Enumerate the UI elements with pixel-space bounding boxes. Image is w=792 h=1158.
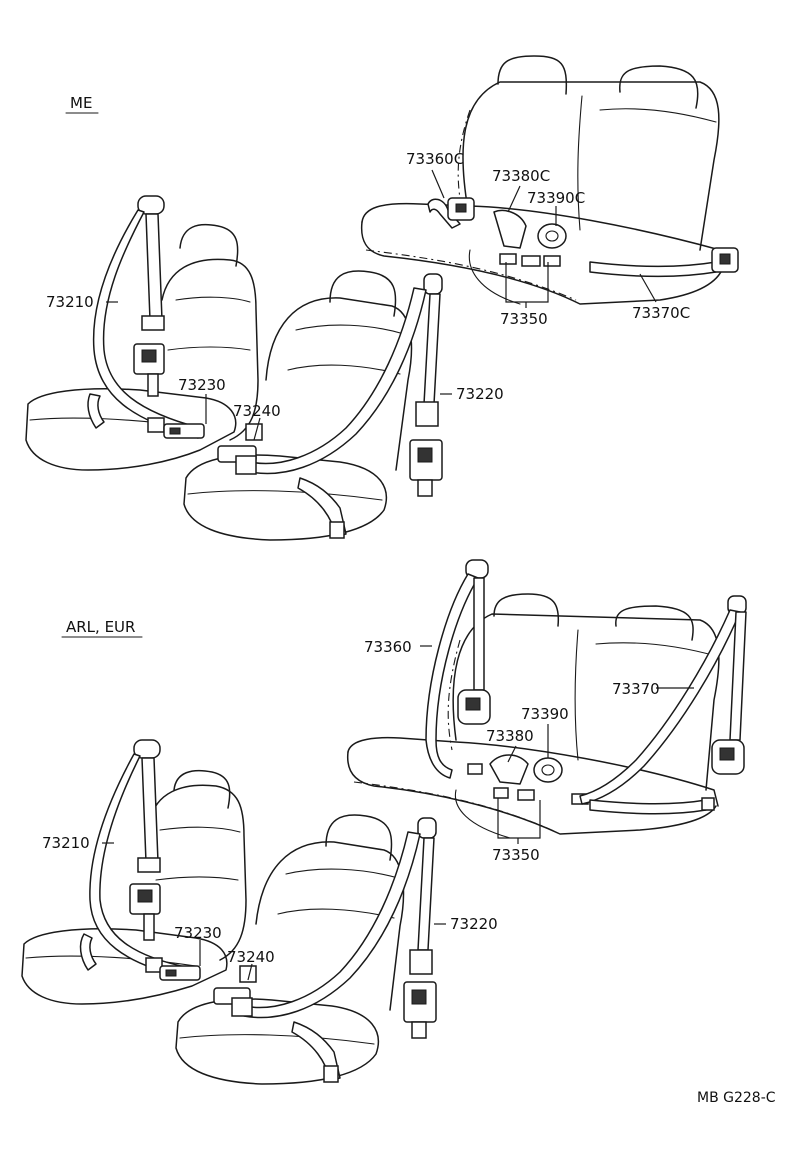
label-rear-center-belt: 73390C xyxy=(527,189,585,207)
label-rear-right-belt: 73370C xyxy=(632,304,690,322)
section-arl-eur: ARL, EUR xyxy=(21,559,747,1085)
label-rear-anchor-plates: 73350 xyxy=(500,310,548,328)
rear-bench-seat xyxy=(346,593,720,839)
label-rear-left-retractor: 73360 xyxy=(364,638,412,656)
label-rear-left-retractor: 73360C xyxy=(406,150,464,168)
section-me: ME xyxy=(25,55,739,541)
label-front-left-belt: 73210 xyxy=(42,834,90,852)
front-left-belt xyxy=(79,739,201,981)
rear-center-retractor xyxy=(533,757,563,783)
label-front-left-buckle: 73230 xyxy=(178,376,226,394)
label-front-right-buckle: 73240 xyxy=(233,402,281,420)
front-right-belt xyxy=(217,273,443,539)
leaders-arl-eur xyxy=(102,645,694,981)
rear-center-retractor xyxy=(537,223,567,249)
label-rear-right-belt: 73370 xyxy=(612,680,660,698)
label-front-left-belt: 73210 xyxy=(46,293,94,311)
front-right-belt xyxy=(213,817,437,1083)
rear-bench-seat xyxy=(360,55,725,305)
section-title-me: ME xyxy=(70,94,92,112)
rear-belts xyxy=(425,559,747,815)
label-front-left-buckle: 73230 xyxy=(174,924,222,942)
front-left-seat xyxy=(21,769,247,1005)
figure-code: MB G228-C xyxy=(697,1090,776,1106)
label-rear-anchor-plates: 73350 xyxy=(492,846,540,864)
label-front-right-buckle: 73240 xyxy=(227,948,275,966)
label-front-right-belt: 73220 xyxy=(456,385,504,403)
label-front-right-belt: 73220 xyxy=(450,915,498,933)
label-rear-center-buckle: 73380C xyxy=(492,167,550,185)
leaders-me xyxy=(106,169,657,441)
rear-belts xyxy=(427,197,739,278)
label-rear-center-buckle: 73380 xyxy=(486,727,534,745)
section-title-arl-eur: ARL, EUR xyxy=(66,618,135,636)
front-left-belt xyxy=(87,195,205,439)
label-rear-center-belt: 73390 xyxy=(521,705,569,723)
